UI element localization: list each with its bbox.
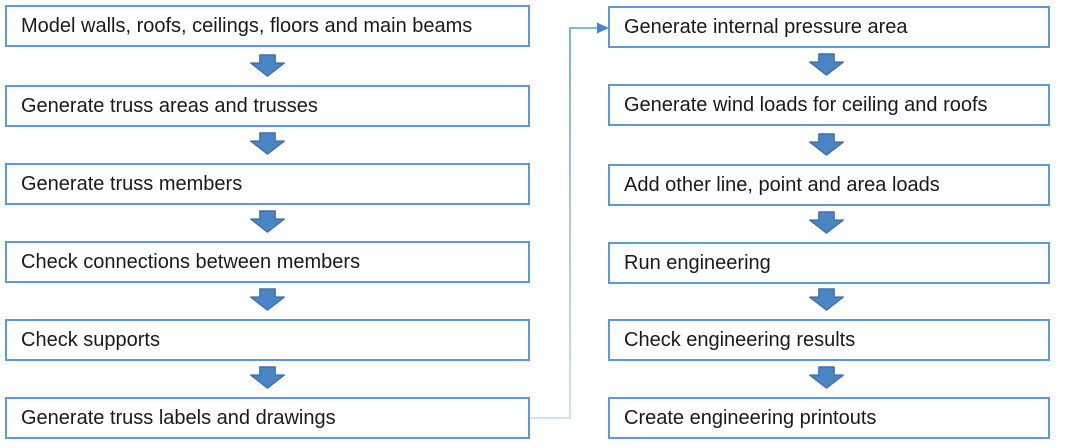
down-arrow-icon: [249, 288, 286, 311]
down-arrow-icon: [808, 53, 845, 76]
down-arrow-icon: [808, 288, 845, 311]
flow-step-right-1: Generate internal pressure area: [608, 6, 1050, 48]
flow-step-left-3: Generate truss members: [5, 163, 530, 205]
down-arrow-icon: [249, 54, 286, 77]
down-arrow-icon: [249, 210, 286, 233]
down-arrow-icon: [808, 366, 845, 389]
connector-elbow-path: [529, 27, 597, 419]
flow-step-right-3: Add other line, point and area loads: [608, 164, 1050, 206]
down-arrow-icon: [808, 133, 845, 156]
down-arrow-icon: [808, 211, 845, 234]
flow-step-left-5: Check supports: [5, 319, 530, 361]
down-arrow-icon: [249, 366, 286, 389]
flow-step-left-4: Check connections between members: [5, 241, 530, 283]
flow-step-left-6: Generate truss labels and drawings: [5, 397, 530, 439]
flow-step-left-2: Generate truss areas and trusses: [5, 85, 530, 127]
flow-step-right-2: Generate wind loads for ceiling and roof…: [608, 84, 1050, 126]
flow-step-left-1: Model walls, roofs, ceilings, floors and…: [5, 5, 530, 47]
down-arrow-icon: [249, 132, 286, 155]
flow-step-right-4: Run engineering: [608, 242, 1050, 284]
flow-step-right-5: Check engineering results: [608, 319, 1050, 361]
flow-step-right-6: Create engineering printouts: [608, 397, 1050, 439]
